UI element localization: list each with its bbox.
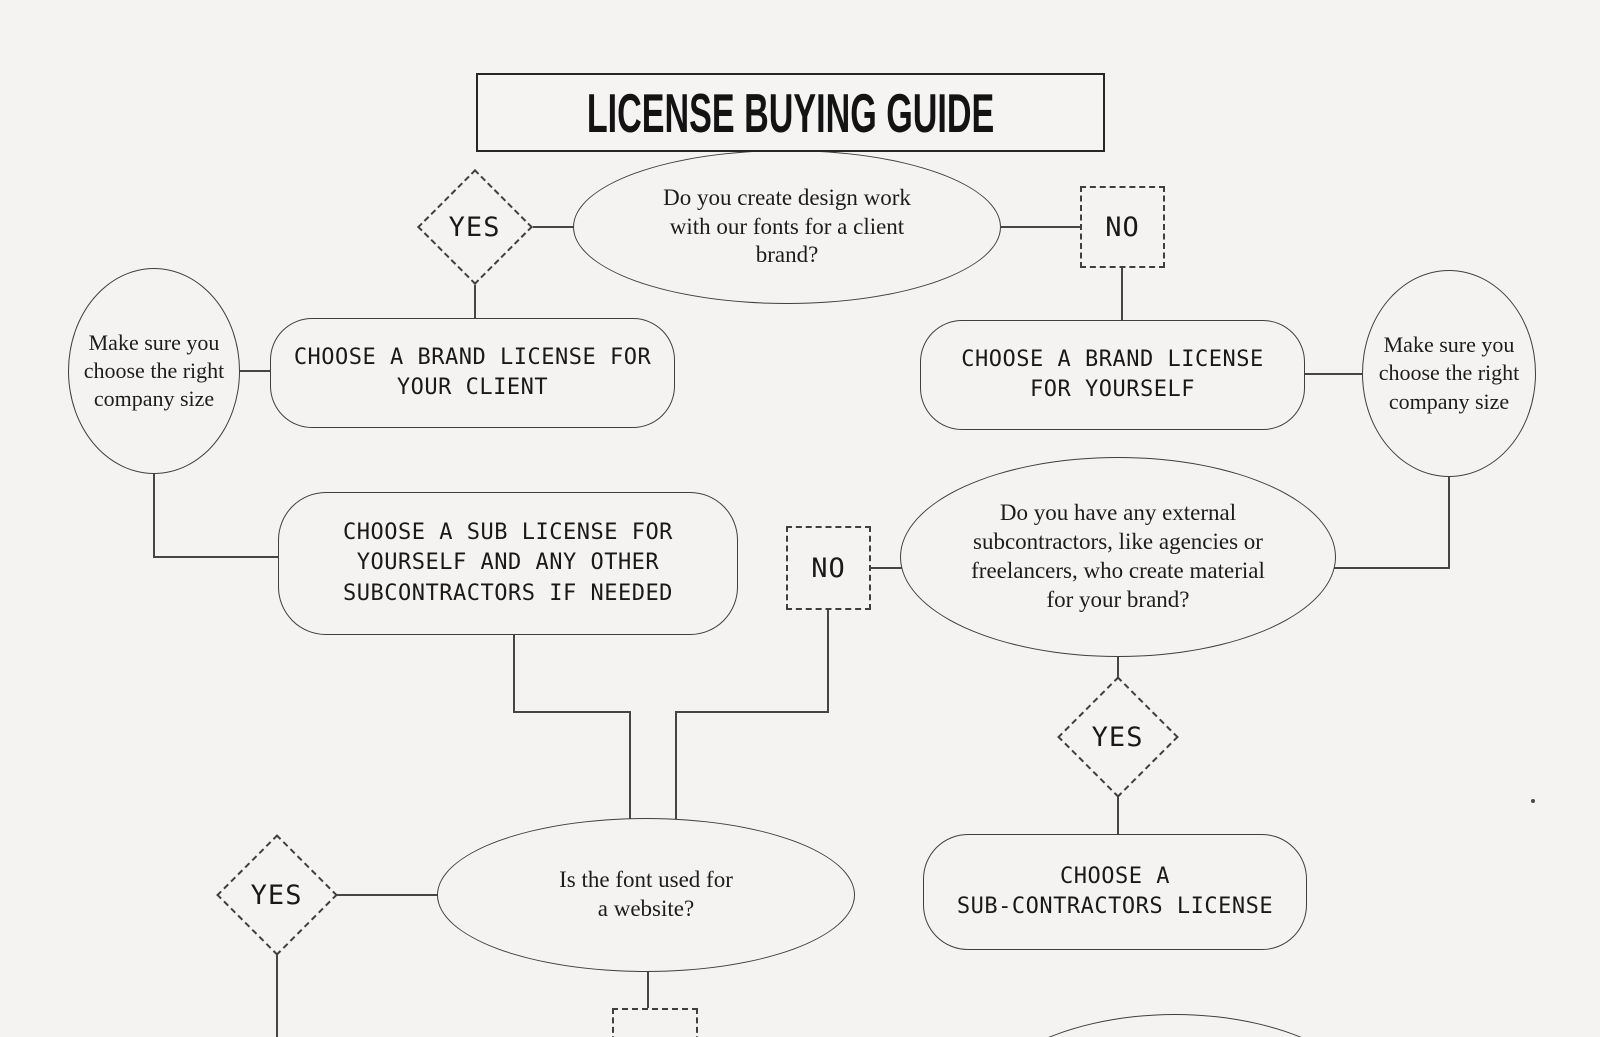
no-top-label: NO	[1105, 211, 1140, 243]
yes-mid-label: YES	[1092, 721, 1144, 753]
question-website-text: Is the font used for a website?	[559, 867, 733, 921]
question-client-brand-text: Do you create design work with our fonts…	[663, 184, 911, 268]
connector-sub-license-to-website-question	[513, 634, 631, 828]
note-oval-company-size-left: Make sure you choose the right company s…	[68, 268, 240, 474]
action-box-brand-license-yourself: CHOOSE A BRAND LICENSE FOR YOURSELF	[920, 320, 1305, 430]
question-ellipse-font-website: Is the font used for a website?	[437, 818, 855, 972]
action-box-brand-license-client: CHOOSE A BRAND LICENSE FOR YOUR CLIENT	[270, 318, 675, 428]
action-box-subcontractors-license: CHOOSE A SUB-CONTRACTORS LICENSE	[923, 834, 1307, 950]
page-title: LICENSE BUYING GUIDE	[586, 81, 995, 144]
note-left-text: Make sure you choose the right company s…	[83, 329, 225, 412]
connector-note-right-to-external-question	[1330, 477, 1450, 569]
dashed-box-partial-bottom	[612, 1008, 698, 1037]
decision-box-no-mid: NO	[786, 526, 871, 610]
action-box-sub-license: CHOOSE A SUB LICENSE FOR YOURSELF AND AN…	[278, 492, 738, 635]
yes-bottom-label: YES	[251, 879, 303, 911]
subcontractors-license-text: CHOOSE A SUB-CONTRACTORS LICENSE	[956, 863, 1274, 919]
question-ellipse-client-brand: Do you create design work with our fonts…	[573, 150, 1001, 304]
yes-top-label: YES	[449, 211, 501, 243]
connector-no-mid-to-website-question	[675, 609, 829, 828]
question-external-text: Do you have any external subcontractors,…	[971, 500, 1265, 612]
brand-license-yourself-text: CHOOSE A BRAND LICENSE FOR YOURSELF	[961, 346, 1264, 402]
note-right-text: Make sure you choose the right company s…	[1378, 332, 1520, 414]
brand-license-client-text: CHOOSE A BRAND LICENSE FOR YOUR CLIENT	[293, 344, 652, 400]
title-box: LICENSE BUYING GUIDE	[476, 73, 1105, 152]
note-oval-company-size-right: Make sure you choose the right company s…	[1362, 270, 1536, 477]
stray-dot	[1531, 799, 1535, 803]
decision-box-no-top: NO	[1080, 186, 1165, 268]
question-ellipse-external-subcontractors: Do you have any external subcontractors,…	[900, 457, 1336, 657]
connector-note-left-to-sub-license	[153, 472, 280, 558]
no-mid-label: NO	[811, 552, 846, 584]
sub-license-text: CHOOSE A SUB LICENSE FOR YOURSELF AND AN…	[343, 519, 673, 606]
